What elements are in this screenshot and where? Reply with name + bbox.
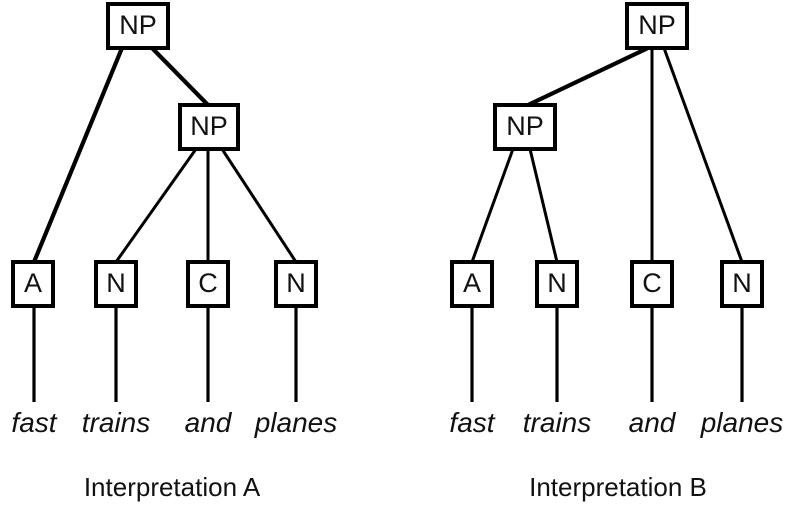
node-label-a-pos-c: C [198,268,218,298]
node-box-a-inner-np [178,103,240,151]
branch-b-root-np-to-b-inner-np [527,46,649,107]
node-box-b-pos-n2 [720,260,764,308]
node-box-b-pos-n1 [535,260,579,308]
node-box-a-pos-c [186,260,230,308]
node-label-b-root-np: NP [638,10,676,40]
node-label-b-pos-n2: N [732,268,752,298]
node-box-a-pos-n1 [94,260,138,308]
node-label-a-pos-n1: N [106,268,126,298]
node-label-b-pos-n1: N [547,268,567,298]
node-box-b-pos-c [630,260,674,308]
branch-b-inner-np-to-b-pos-n1 [528,148,559,263]
branch-b-root-np-to-b-pos-n2 [662,47,744,263]
branch-b-inner-np-to-b-pos-a [470,148,515,263]
node-box-a-pos-n2 [274,260,318,308]
node-label-a-pos-n2: N [286,268,306,298]
node-label-b-pos-c: C [642,268,662,298]
node-label-a-inner-np: NP [190,111,228,141]
caption-interpretation-b: Interpretation B [529,472,707,502]
node-label-a-root-np: NP [119,10,157,40]
word-a-word-fast: fast [11,407,57,438]
branch-a-root-np-to-a-inner-np [150,46,210,107]
word-a-word-trains: trains [82,407,150,438]
branch-a-root-np-to-a-pos-a [32,47,124,263]
node-label-b-pos-a: A [463,268,481,298]
word-a-word-and: and [185,407,233,438]
tree-interpretation-b: fast trains and planes NP NP A N C N Interpretatio… [449,2,784,502]
tree-interpretation-a: fast trains and planes NP NP A N C N Interpretatio… [11,2,338,502]
branch-a-inner-np-to-a-pos-n2 [220,148,298,263]
node-box-b-pos-a [450,260,494,308]
node-box-b-inner-np [493,103,557,151]
word-b-word-planes: planes [700,407,784,438]
word-b-word-fast: fast [449,407,495,438]
node-label-b-inner-np: NP [506,111,544,141]
node-box-a-pos-a [11,260,55,308]
node-label-a-pos-a: A [24,268,42,298]
word-b-word-trains: trains [523,407,591,438]
word-a-word-planes: planes [254,407,338,438]
node-box-b-root-np [625,2,689,50]
caption-interpretation-a: Interpretation A [84,472,261,502]
node-box-a-root-np [106,2,170,50]
word-b-word-and: and [629,407,677,438]
branch-a-inner-np-to-a-pos-n1 [114,148,198,263]
